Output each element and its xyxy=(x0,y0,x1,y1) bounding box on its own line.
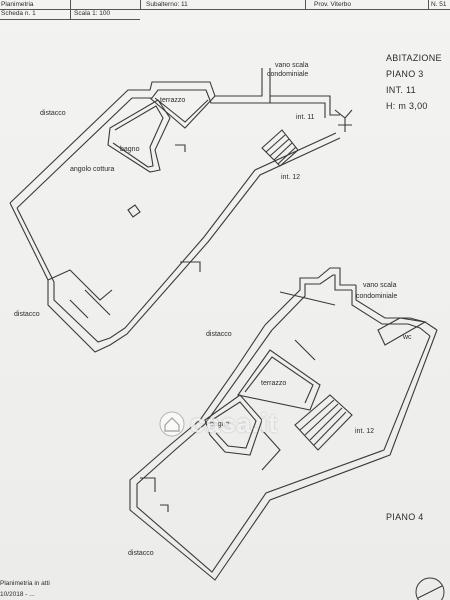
p4-distacco-bottom: distacco xyxy=(128,550,154,557)
watermark-house-icon xyxy=(159,411,185,437)
p4-wc-label: wc xyxy=(403,334,412,341)
scale: Scala 1: 100 xyxy=(74,10,111,17)
p3-stair xyxy=(261,129,299,167)
p4-vano-scala: vano scala xyxy=(363,282,397,289)
p3-outer-wall-top xyxy=(9,68,263,204)
p4-distacco-mid: distacco xyxy=(206,331,232,338)
p4-bathroom xyxy=(204,394,263,456)
p3-terrace xyxy=(149,95,216,129)
subaltern: Subalterno: 11 xyxy=(146,1,188,8)
p4-int12: int. 12 xyxy=(355,428,375,435)
p3-terrazzo-label: terrazzo xyxy=(160,97,186,104)
document-header: Planimetria Scheda n. 1 Scala 1: 100 Sub… xyxy=(0,0,450,20)
p4-bagno-label: bagno xyxy=(210,421,230,428)
p4-wc xyxy=(377,317,427,346)
p4-terrace xyxy=(237,349,321,411)
p3-title-line4: H: m 3,00 xyxy=(386,101,428,111)
p4-stair xyxy=(294,394,353,451)
footer-note1: Planimetria in atti xyxy=(0,580,50,587)
footer-note2: 10/2018 - ... xyxy=(0,591,35,598)
p3-angolo-cottura: angolo cottura xyxy=(70,166,115,173)
p3-distacco-left: distacco xyxy=(14,311,40,318)
p3-condominiale: condominiale xyxy=(267,71,309,78)
p3-title-line3: INT. 11 xyxy=(386,85,416,95)
watermark-text: casa.it xyxy=(190,408,278,438)
p3-distacco-top: distacco xyxy=(40,110,66,117)
p4-condominiale: condominiale xyxy=(356,293,398,300)
p3-title-line2: PIANO 3 xyxy=(386,69,424,79)
province: Prov. Viterbo xyxy=(314,1,351,8)
p4-terrazzo-label: terrazzo xyxy=(261,380,287,387)
p3-int11: int. 11 xyxy=(296,114,315,121)
sheet-number: Scheda n. 1 xyxy=(1,10,36,17)
p3-int12: int. 12 xyxy=(281,174,301,181)
p4-title: PIANO 4 xyxy=(386,512,424,522)
seal-stamp xyxy=(415,577,445,600)
p3-title-line1: ABITAZIONE xyxy=(386,53,442,63)
doc-type: Planimetria xyxy=(1,1,34,8)
p3-vano-scala: vano scala xyxy=(275,62,309,69)
sheet-code: N. 51 xyxy=(431,1,447,8)
p3-bathroom xyxy=(107,99,171,173)
p3-bagno-label: bagno xyxy=(120,146,140,153)
p4-outer-wall-top xyxy=(264,267,356,326)
